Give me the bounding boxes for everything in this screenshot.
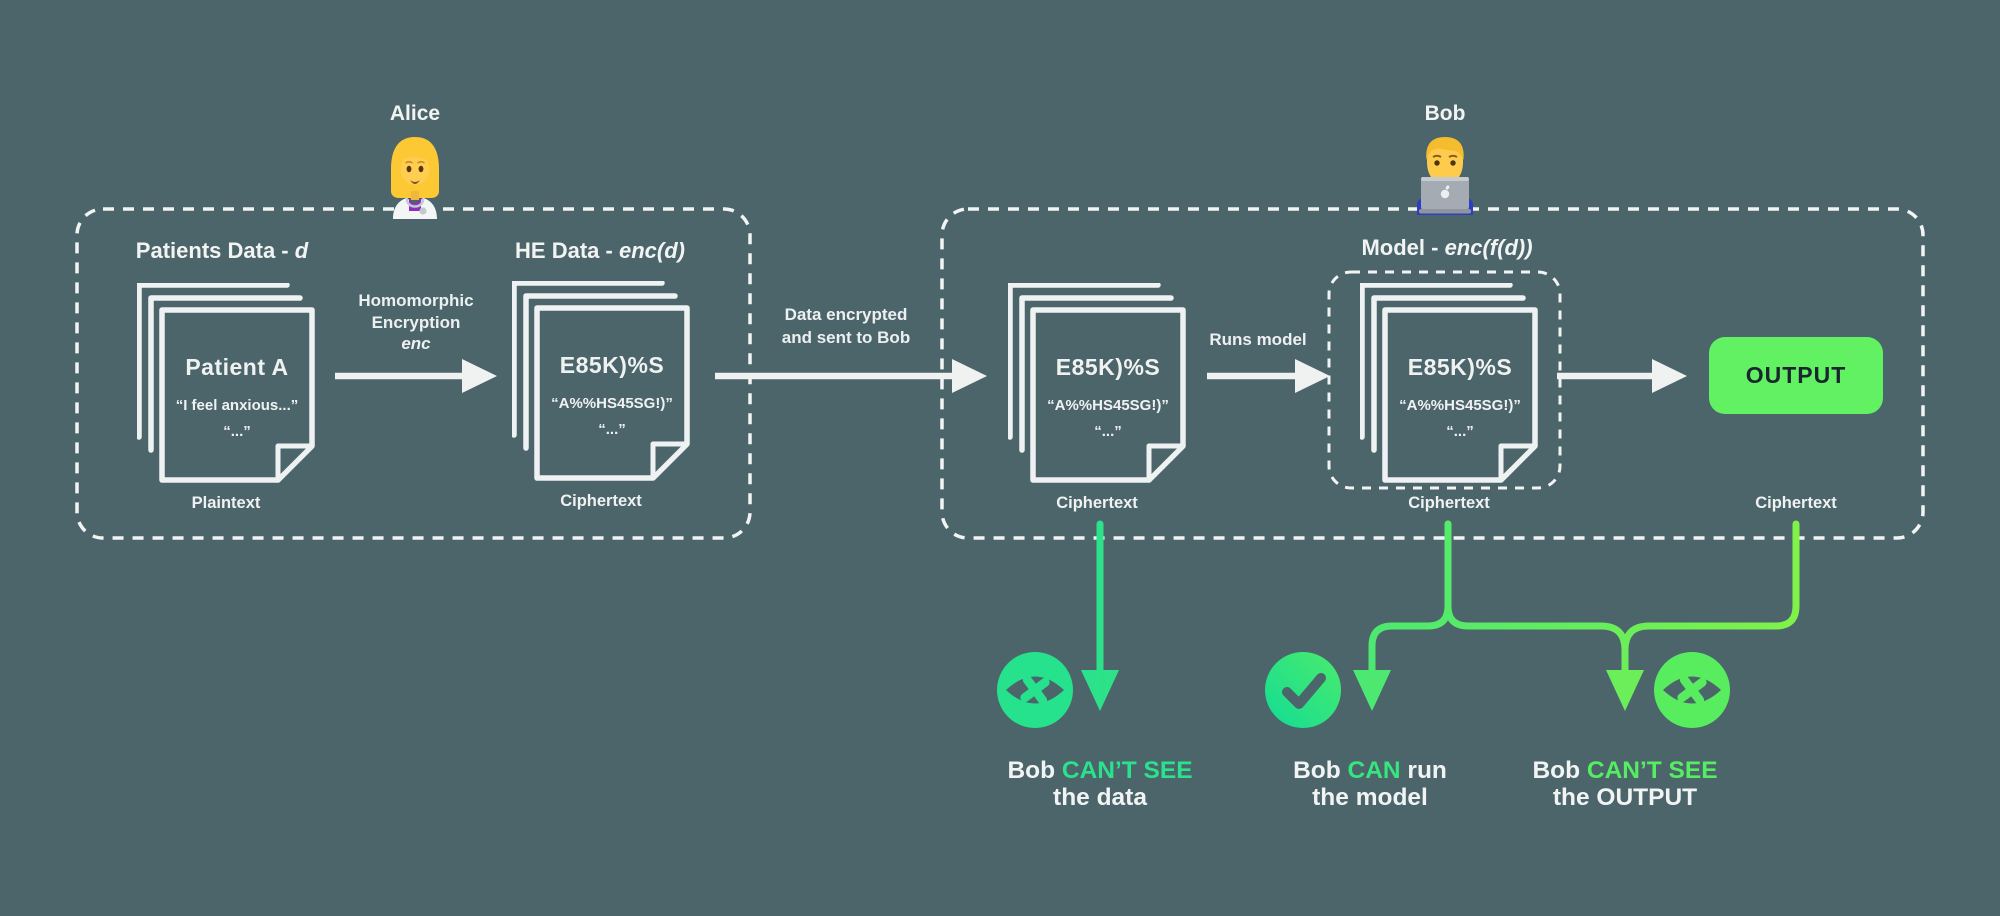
flow-run-arrow-head — [1353, 670, 1391, 711]
encryption-label-line1: Homomorphic — [358, 291, 474, 310]
patient-doc-stack: Patient A “I feel anxious...” “...” Plai… — [137, 283, 315, 515]
he-doc-title: E85K)%S — [559, 352, 665, 378]
model-doc-title: E85K)%S — [1407, 354, 1513, 380]
patient-doc-body: Patient A “I feel anxious...” “...” — [162, 310, 312, 480]
he-data-title: HE Data - enc(d) — [470, 238, 730, 264]
conclusion-line1: Bob CAN run — [1235, 757, 1505, 784]
model-title-text: Model - — [1361, 235, 1445, 260]
alice-label: Alice — [389, 102, 441, 125]
conclusion-prefix: Bob — [1007, 757, 1062, 784]
ciphertext-label: Ciphertext — [1408, 494, 1490, 512]
runs-model-label: Runs model — [1209, 330, 1307, 349]
he-data-title-text: HE Data - — [515, 238, 619, 263]
bob-data-doc-title: E85K)%S — [1055, 354, 1161, 380]
conclusion-line2: the OUTPUT — [1552, 784, 1698, 811]
bob-data-doc-stack: E85K)%S “A%%HS45SG!)” “...” Ciphertext — [1008, 283, 1186, 515]
encryption-arrow-head — [462, 359, 497, 393]
conclusion-cant-see-data: Bob CAN’T SEE the data — [965, 757, 1235, 811]
bob-data-doc-body: E85K)%S “A%%HS45SG!)” “...” — [1033, 310, 1183, 480]
patient-doc-title: Patient A — [185, 354, 289, 380]
he-doc-dots: “...” — [598, 421, 626, 438]
transfer-label-line2: and sent to Bob — [781, 328, 911, 347]
plaintext-label: Plaintext — [191, 494, 261, 512]
transfer-arrow-label: Data encrypted and sent to Bob — [761, 303, 931, 349]
document-stack-icon — [137, 283, 315, 483]
he-doc-quote: “A%%HS45SG!)” — [551, 395, 673, 412]
flow-model-to-output-merge — [1444, 520, 1629, 675]
patient-doc-dots: “...” — [223, 423, 251, 440]
ciphertext-label: Ciphertext — [1056, 494, 1138, 512]
bob-label: Bob — [1424, 102, 1466, 125]
eye-off-icon — [1654, 652, 1730, 728]
runs-model-arrow-head — [1295, 359, 1330, 393]
flow-output-arrow-head — [1606, 670, 1644, 711]
model-doc-body: E85K)%S “A%%HS45SG!)” “...” — [1385, 310, 1535, 480]
conclusion-can-run-model: Bob CAN run the model — [1235, 757, 1505, 811]
model-title-math: enc(f(d)) — [1444, 235, 1533, 260]
he-data-title-math: enc(d) — [618, 238, 685, 263]
conclusion-highlight: CAN’T SEE — [1586, 757, 1718, 784]
conclusion-highlight: CAN’T SEE — [1061, 757, 1193, 784]
conclusion-prefix: Bob — [1532, 757, 1587, 784]
alice-health-worker-emoji — [391, 137, 439, 219]
conclusion-highlight: CAN — [1347, 757, 1401, 784]
encryption-label-line3: enc — [401, 334, 431, 353]
he-doc-body: E85K)%S “A%%HS45SG!)” “...” — [537, 308, 687, 478]
bob-technologist-emoji — [1417, 137, 1473, 215]
conclusion-suffix: run — [1400, 757, 1447, 784]
output-arrow-head — [1652, 359, 1687, 393]
patients-data-title: Patients Data - d — [92, 238, 352, 264]
patients-data-title-text: Patients Data - — [135, 238, 295, 263]
bob-data-doc-dots: “...” — [1094, 423, 1122, 440]
transfer-arrow-head — [952, 359, 987, 393]
encryption-label-line2: Encryption — [371, 312, 461, 332]
model-title: Model - enc(f(d)) — [1317, 235, 1577, 261]
conclusion-line1: Bob CAN’T SEE — [1490, 757, 1760, 784]
conclusion-prefix: Bob — [1293, 757, 1348, 784]
ciphertext-label: Ciphertext — [560, 492, 642, 510]
conclusion-cant-see-output: Bob CAN’T SEE the OUTPUT — [1490, 757, 1760, 811]
transfer-label-line1: Data encrypted — [784, 305, 908, 324]
model-doc-quote: “A%%HS45SG!)” — [1399, 397, 1521, 414]
he-doc-stack: E85K)%S “A%%HS45SG!)” “...” Ciphertext — [512, 281, 690, 513]
output-node: OUTPUT — [1709, 337, 1883, 414]
bob-data-doc-quote: “A%%HS45SG!)” — [1047, 397, 1169, 414]
model-dashed-box — [1327, 270, 1562, 490]
flow-data-arrow-head — [1081, 670, 1119, 711]
document-stack-icon — [1360, 283, 1538, 483]
conclusion-line2: the data — [1053, 784, 1147, 811]
encryption-arrow-label: Homomorphic Encryption enc — [331, 290, 501, 355]
document-stack-icon — [512, 281, 690, 481]
conclusion-line2: the model — [1312, 784, 1428, 811]
ciphertext-label: Ciphertext — [1755, 494, 1837, 512]
check-icon — [1265, 652, 1341, 728]
document-stack-icon — [1008, 283, 1186, 483]
patients-data-title-math: d — [294, 238, 309, 263]
eye-off-icon — [997, 652, 1073, 728]
flow-model-to-run — [1368, 520, 1452, 675]
conclusion-line1: Bob CAN’T SEE — [965, 757, 1235, 784]
flow-output-merge — [1621, 520, 1800, 675]
model-doc-dots: “...” — [1446, 423, 1474, 440]
model-doc-stack: E85K)%S “A%%HS45SG!)” “...” Ciphertext — [1360, 283, 1538, 515]
patient-doc-quote: “I feel anxious...” — [175, 397, 299, 414]
